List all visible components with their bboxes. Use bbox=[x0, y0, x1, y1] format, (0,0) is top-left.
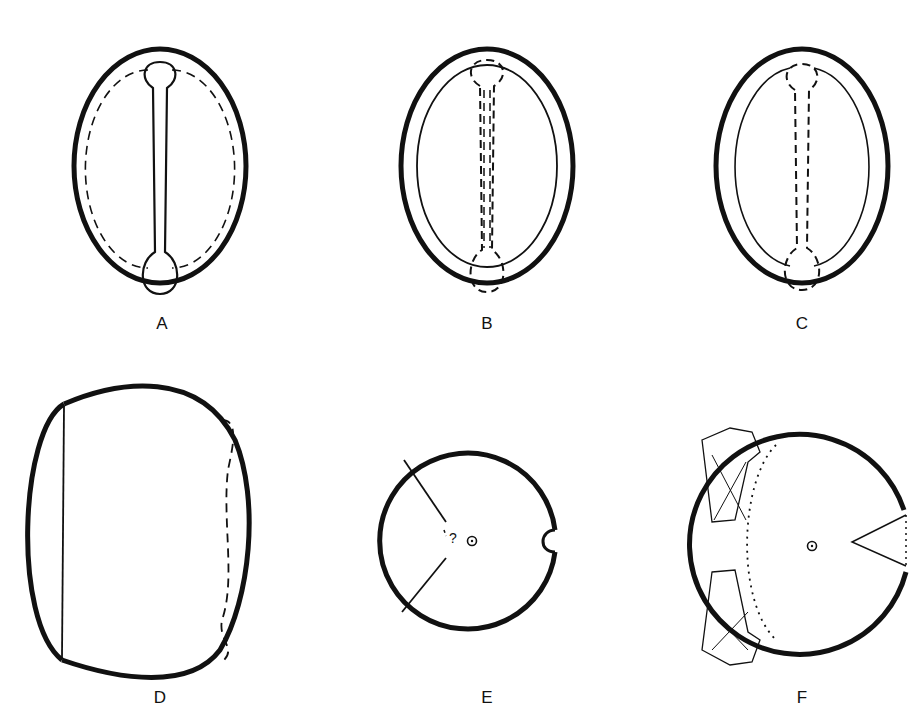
figure-e bbox=[380, 453, 555, 629]
figure-letter: A bbox=[156, 315, 167, 332]
figure-letter: D bbox=[154, 689, 166, 706]
figure-letter: B bbox=[481, 315, 492, 332]
figure-a bbox=[74, 49, 246, 294]
figure-c bbox=[716, 49, 888, 290]
figure-letter: C bbox=[796, 315, 808, 332]
figure-b bbox=[401, 49, 573, 292]
figure-letter: F bbox=[797, 689, 807, 706]
figure-letter: E bbox=[481, 689, 492, 706]
query-mark: ? bbox=[449, 531, 457, 545]
figure-f bbox=[690, 428, 906, 665]
figure-d bbox=[28, 386, 250, 677]
